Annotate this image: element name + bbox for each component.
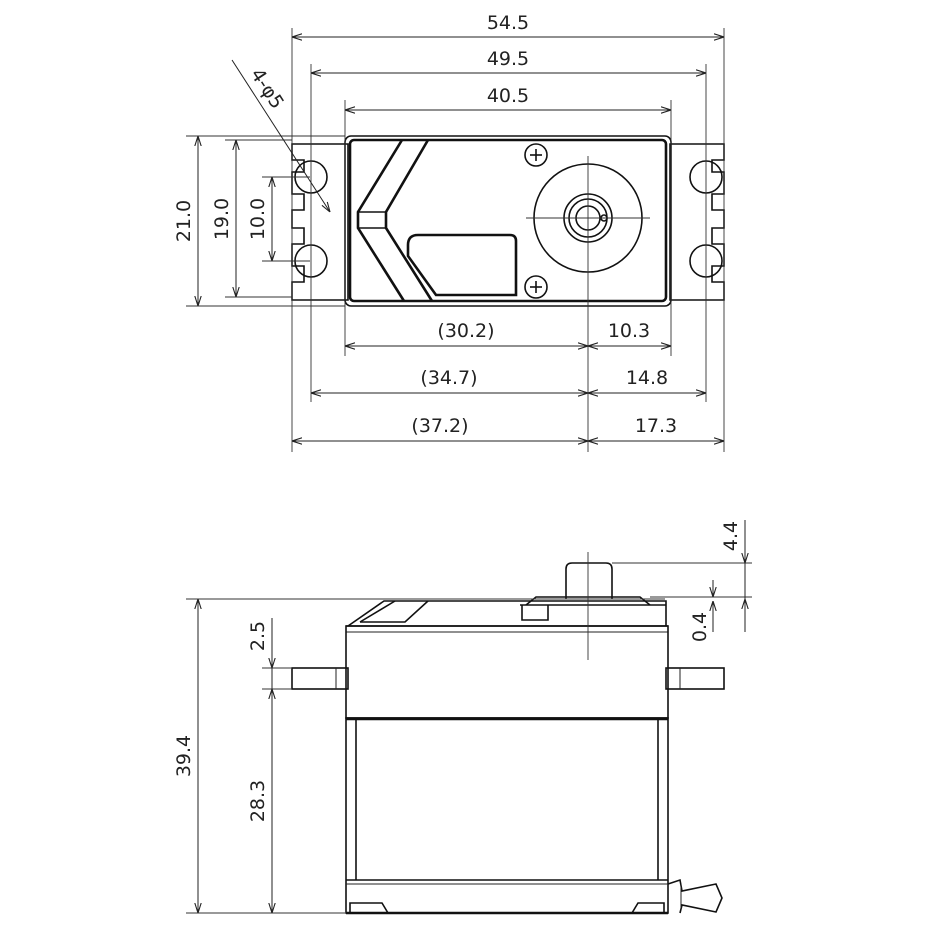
label-window	[406, 233, 518, 297]
dim-hole-to-shaft-label: (34.7)	[420, 367, 477, 389]
upper-case	[345, 625, 669, 719]
foot-left	[349, 902, 389, 914]
foot-right	[631, 902, 665, 914]
hole-callout-label: 4-φ5	[246, 64, 288, 113]
case-chevron-inner	[384, 139, 434, 302]
mounting-flange-right	[669, 143, 725, 301]
dim-flange-to-bottom-label: 28.3	[247, 780, 269, 822]
dim-hole-spacing-label: 49.5	[487, 48, 529, 70]
hole-callout-leader	[231, 59, 330, 212]
mounting-flange	[291, 143, 349, 301]
dim-case-height-label: 19.0	[211, 198, 233, 240]
side-view: 39.4 2.5 28.3 4.4 0.4	[173, 520, 752, 915]
dim-shaft-to-flange-label: 17.3	[635, 415, 677, 437]
case-top-cover	[348, 138, 668, 303]
case-screw-top	[524, 143, 548, 167]
dim-shaft-to-hole-label: 14.8	[626, 367, 668, 389]
top-cover-notch	[521, 605, 549, 621]
dim-shaft-to-case-end-label: 10.3	[608, 320, 650, 342]
dim-flange-thickness-label: 2.5	[247, 621, 269, 651]
output-spline	[565, 562, 613, 599]
dim-overall-width-label: 54.5	[487, 12, 529, 34]
flange-left	[291, 667, 349, 690]
dim-slot-spacing-label: 10.0	[247, 198, 269, 240]
top-view: 54.5 49.5 40.5 (30.2) 10.3 (34.7) 14.8 (…	[173, 12, 725, 452]
top-cover-bevel	[360, 600, 429, 623]
dim-side-overall-height-label: 39.4	[173, 735, 195, 777]
dim-case-width-label: 40.5	[487, 85, 529, 107]
dim-boss-height-label: 0.4	[689, 612, 711, 642]
top-cover-edge	[359, 600, 396, 623]
dim-flange-to-shaft-label: (37.2)	[411, 415, 468, 437]
case-chevron-outer	[356, 139, 406, 302]
case-outline	[344, 135, 672, 307]
case-screw-bottom	[524, 275, 548, 299]
dim-spline-height-label: 4.4	[720, 521, 742, 551]
dim-case-to-shaft-label: (30.2)	[437, 320, 494, 342]
dim-overall-height-label: 21.0	[173, 200, 195, 242]
flange-right	[665, 667, 725, 690]
cable-grommet	[667, 878, 723, 914]
top-cover-outline	[347, 600, 667, 627]
